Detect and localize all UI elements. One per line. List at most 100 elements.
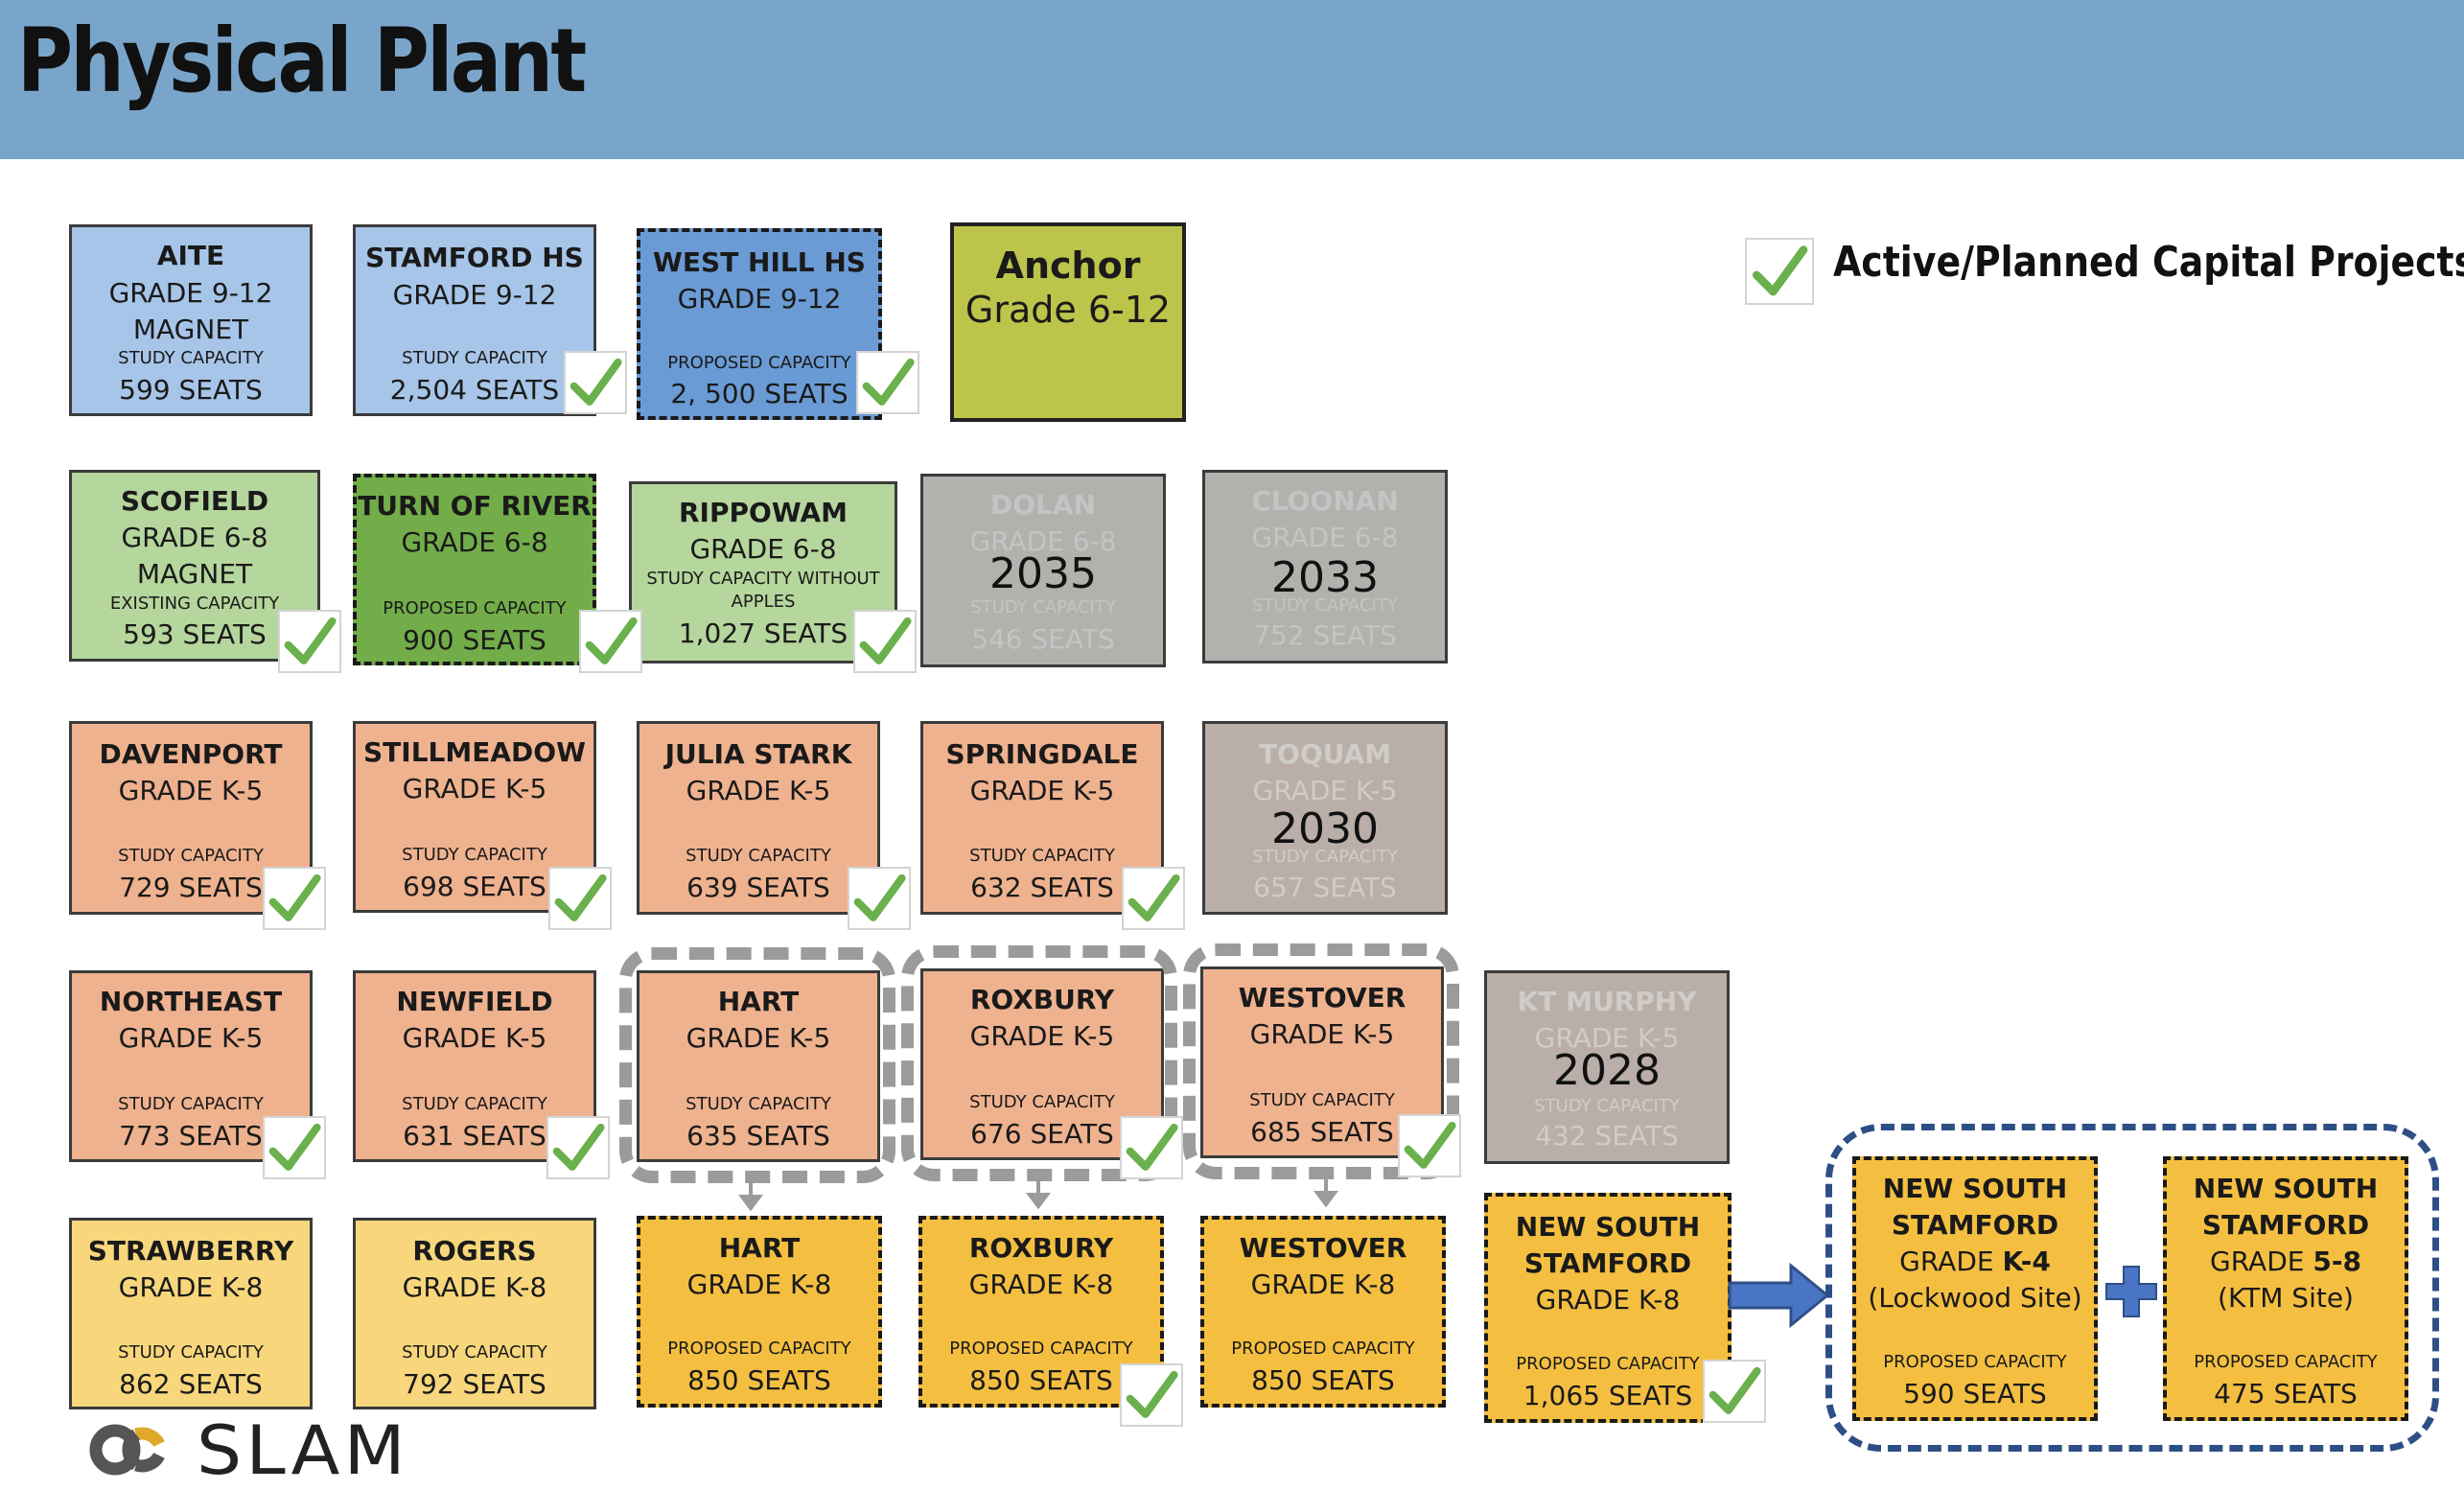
school-name: KT MURPHY — [1517, 986, 1697, 1017]
school-name: JULIA STARK — [664, 738, 852, 770]
school-box-roxbury: ROXBURY GRADE K-5 STUDY CAPACITY 676 SEA… — [920, 968, 1164, 1160]
grade-range: K-4 — [2002, 1246, 2051, 1277]
seat-count: 862 SEATS — [119, 1368, 263, 1400]
closing-year: 2035 — [989, 549, 1097, 598]
seat-count: 657 SEATS — [1253, 872, 1397, 903]
school-box-strawberry: STRAWBERRY GRADE K-8 STUDY CAPACITY 862 … — [69, 1218, 313, 1409]
school-grade: GRADE 9-12 — [677, 283, 842, 314]
seat-count: 475 SEATS — [2214, 1378, 2358, 1409]
seat-count: 635 SEATS — [686, 1120, 830, 1152]
school-name: ROXBURY — [969, 984, 1115, 1015]
school-box-rogers: ROGERS GRADE K-8 STUDY CAPACITY 792 SEAT… — [353, 1218, 596, 1409]
slam-logo-text: SLAM — [197, 1411, 409, 1490]
seat-count: 676 SEATS — [970, 1118, 1114, 1150]
checkmark-icon — [548, 867, 612, 930]
capacity-label: STUDY CAPACITY — [969, 846, 1115, 866]
capacity-label: STUDY CAPACITY — [686, 846, 831, 866]
legend-label: Active/Planned Capital Projects — [1833, 238, 2464, 287]
school-grade: Grade 6-12 — [965, 289, 1172, 331]
school-name-line2: STAMFORD — [1891, 1209, 2059, 1241]
school-grade: GRADE K-5 — [1534, 1022, 1680, 1054]
slam-logo-icon — [89, 1424, 165, 1476]
seat-count: 632 SEATS — [970, 872, 1114, 903]
school-box-scofield: SCOFIELD GRADE 6-8 MAGNET EXISTING CAPAC… — [69, 470, 320, 662]
capacity-label: STUDY CAPACITY WITHOUT — [646, 569, 880, 589]
school-box-aite: AITE GRADE 9-12 MAGNET STUDY CAPACITY 59… — [69, 224, 313, 416]
school-box-new-south-stamford-k8: NEW SOUTH STAMFORD GRADE K-8 PROPOSED CA… — [1484, 1193, 1732, 1423]
school-name: SPRINGDALE — [945, 738, 1139, 770]
school-grade: GRADE 6-8 — [969, 525, 1117, 557]
capacity-label: STUDY CAPACITY — [402, 1342, 547, 1362]
school-name: STILLMEADOW — [363, 736, 586, 768]
school-grade: GRADE 6-8 — [1251, 522, 1399, 553]
school-name: NEW SOUTH — [1515, 1211, 1701, 1243]
seat-count: 1,065 SEATS — [1523, 1380, 1693, 1411]
school-box-westover-k8: WESTOVER GRADE K-8 PROPOSED CAPACITY 850… — [1200, 1216, 1446, 1408]
school-box-stamford-hs: STAMFORD HS GRADE 9-12 STUDY CAPACITY 2,… — [353, 224, 596, 416]
school-grade: GRADE K-5 — [118, 775, 264, 806]
school-program: MAGNET — [132, 314, 249, 345]
school-name: ROGERS — [412, 1235, 537, 1267]
school-name: WEST HILL HS — [653, 246, 866, 278]
school-name: STRAWBERRY — [87, 1235, 294, 1267]
school-grade: GRADE 6-8 — [401, 526, 548, 558]
school-grade: GRADE K-4 — [1856, 1248, 2094, 1275]
seat-count: 2, 500 SEATS — [670, 378, 848, 409]
school-site: (Lockwood Site) — [1868, 1282, 2082, 1314]
school-grade: GRADE K-5 — [1252, 775, 1398, 806]
capacity-label: STUDY CAPACITY — [118, 846, 264, 866]
closing-year: 2028 — [1553, 1046, 1661, 1095]
school-box-hart: HART GRADE K-5 STUDY CAPACITY 635 SEATS — [637, 970, 880, 1162]
school-name: STAMFORD HS — [365, 242, 584, 273]
capacity-label: EXISTING CAPACITY — [109, 594, 280, 614]
school-name: HART — [717, 986, 800, 1017]
seat-count: 698 SEATS — [403, 871, 546, 902]
capacity-label: STUDY CAPACITY — [970, 597, 1116, 617]
capacity-label: STUDY CAPACITY — [402, 845, 547, 865]
capacity-label: PROPOSED CAPACITY — [1516, 1354, 1700, 1374]
school-name: NORTHEAST — [99, 986, 283, 1017]
seat-count: 639 SEATS — [686, 872, 830, 903]
seat-count: 752 SEATS — [1253, 619, 1397, 651]
checkmark-icon — [1398, 1114, 1461, 1177]
legend-checkmark-icon — [1745, 238, 1814, 305]
school-grade: GRADE K-8 — [1535, 1284, 1681, 1315]
school-name: AITE — [156, 240, 225, 271]
seat-count: 792 SEATS — [403, 1368, 546, 1400]
school-name-line2: STAMFORD — [1523, 1247, 1692, 1279]
capacity-label: PROPOSED CAPACITY — [667, 353, 851, 373]
checkmark-icon — [564, 351, 627, 414]
school-box-anchor: Anchor Grade 6-12 — [950, 222, 1186, 422]
down-arrow-icon — [1026, 1181, 1051, 1210]
seat-count: 729 SEATS — [119, 872, 263, 903]
down-arrow-icon — [738, 1183, 763, 1212]
capacity-label: STUDY CAPACITY — [118, 1094, 264, 1114]
capacity-label: PROPOSED CAPACITY — [383, 598, 567, 618]
school-name: HART — [718, 1232, 801, 1264]
school-name: WESTOVER — [1238, 982, 1406, 1013]
school-grade: GRADE 6-8 — [121, 522, 268, 553]
checkmark-icon — [1120, 1116, 1183, 1179]
seat-count: 900 SEATS — [403, 624, 546, 656]
school-box-springdale: SPRINGDALE GRADE K-5 STUDY CAPACITY 632 … — [920, 721, 1164, 915]
capacity-label: PROPOSED CAPACITY — [1883, 1352, 2067, 1372]
school-box-hart-k8: HART GRADE K-8 PROPOSED CAPACITY 850 SEA… — [637, 1216, 882, 1408]
capacity-label: PROPOSED CAPACITY — [2194, 1352, 2378, 1372]
new-south-stamford-sites-group — [1825, 1124, 2439, 1452]
school-grade: GRADE K-8 — [118, 1271, 264, 1303]
checkmark-icon — [853, 610, 917, 673]
school-box-rippowam: RIPPOWAM GRADE 6-8 STUDY CAPACITY WITHOU… — [629, 481, 897, 664]
checkmark-icon — [848, 867, 911, 930]
grade-range: 5-8 — [2313, 1246, 2361, 1277]
plus-icon — [2105, 1266, 2157, 1317]
school-box-cloonan: CLOONAN GRADE 6-8 2033 STUDY CAPACITY 75… — [1202, 470, 1448, 664]
school-box-new-south-stamford-58: NEW SOUTH STAMFORD GRADE 5-8 (KTM Site) … — [2163, 1156, 2408, 1421]
school-grade: GRADE K-8 — [1250, 1269, 1396, 1300]
school-name: ROXBURY — [968, 1232, 1114, 1264]
school-grade: GRADE K-5 — [686, 775, 831, 806]
school-box-kt-murphy: KT MURPHY GRADE K-5 2028 STUDY CAPACITY … — [1484, 970, 1730, 1164]
checkmark-icon — [1120, 1363, 1183, 1427]
seat-count: 631 SEATS — [403, 1120, 546, 1152]
school-grade: GRADE K-5 — [118, 1022, 264, 1054]
school-name: NEWFIELD — [396, 986, 553, 1017]
